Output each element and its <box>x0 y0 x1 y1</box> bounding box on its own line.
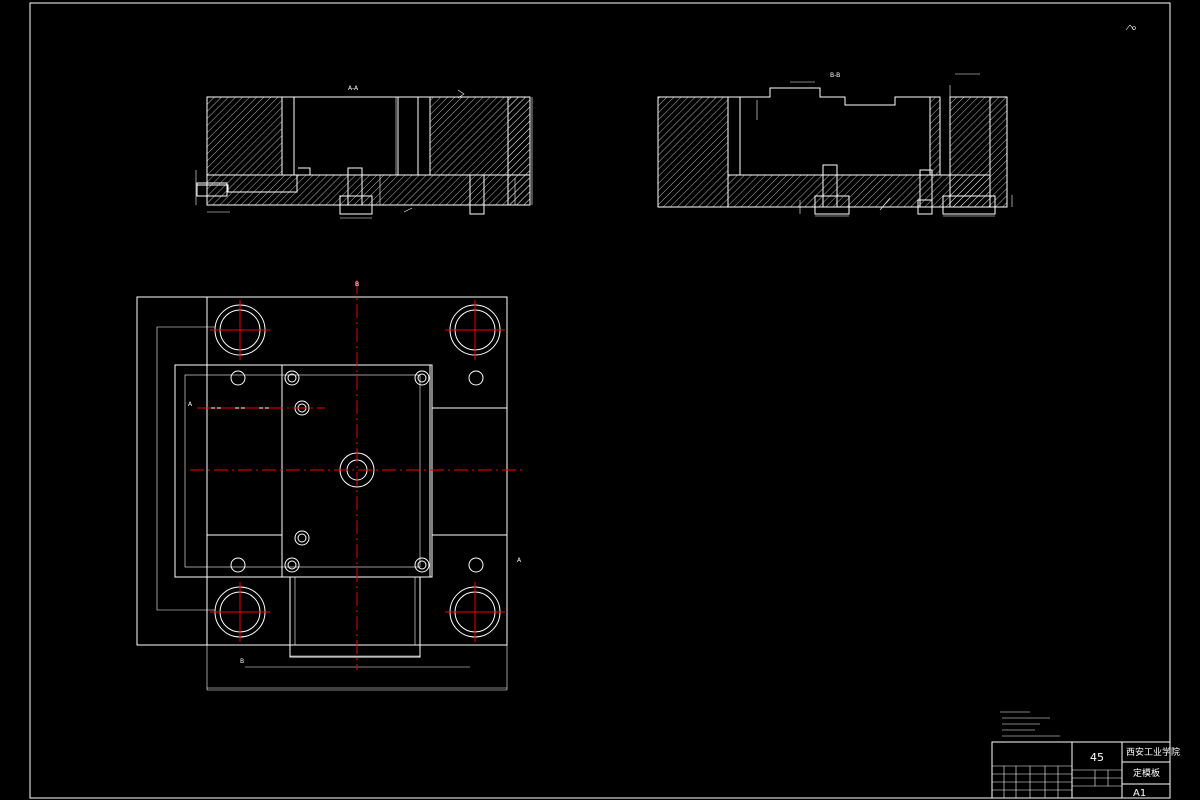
bb-right-wall <box>989 96 1008 208</box>
bb-right-inner-2 <box>949 96 991 208</box>
section-a-a: A-A <box>195 85 533 219</box>
cut-label-b-top: B <box>355 281 359 288</box>
lower-pocket-inner <box>294 576 416 646</box>
aa-roughness-mark <box>457 89 465 99</box>
title-block: 45 西安工业学院 定模板 A1 <box>991 741 1180 799</box>
screw-holes <box>230 370 484 573</box>
aa-mid-insert <box>397 96 419 176</box>
bb-top-profile <box>740 87 930 106</box>
bb-left-wall <box>657 96 729 208</box>
aa-leader <box>403 207 413 213</box>
aa-base <box>206 174 531 206</box>
bb-leader <box>879 197 891 211</box>
aa-hole-1 <box>347 167 363 206</box>
section-bb-label: B-B <box>830 72 840 79</box>
bb-counterbore-1 <box>814 195 850 215</box>
sheet-border <box>29 2 1171 799</box>
bb-hole-1 <box>822 164 838 208</box>
plate-left-extension <box>136 296 207 646</box>
bb-hole-2 <box>919 169 933 208</box>
cut-label-b-bottom: B <box>240 658 244 665</box>
title-school: 西安工业学院 <box>1126 746 1180 758</box>
section-aa-label: A-A <box>348 85 359 92</box>
guide-hole-bottom-left <box>210 582 270 642</box>
title-sheet-size: A1 <box>1133 788 1146 799</box>
guide-hole-bottom-right <box>445 582 505 642</box>
cut-label-a-left: A <box>188 401 193 408</box>
aa-counterbore-2 <box>469 204 485 215</box>
aa-left-wall <box>206 96 283 176</box>
plate-bottom-extension <box>206 645 508 691</box>
guide-hole-top-left <box>210 300 270 360</box>
dim-frame-left <box>156 326 215 611</box>
guide-hole-top-right <box>445 300 505 360</box>
aa-plug <box>196 182 228 197</box>
aa-counterbore-1 <box>339 195 373 215</box>
section-b-b: B-B <box>657 72 1013 217</box>
technical-notes <box>1000 711 1060 737</box>
bb-base <box>727 174 991 208</box>
bb-left-inner <box>727 96 741 176</box>
roughness-symbol <box>1125 24 1136 31</box>
cut-label-a-right: A <box>517 557 522 564</box>
plan-view: A A B B <box>136 280 522 691</box>
aa-left-inner <box>281 96 295 176</box>
bb-counterbore-3 <box>942 195 996 215</box>
title-part-name: 定模板 <box>1133 767 1160 779</box>
aa-cooling-channel <box>197 167 311 193</box>
cavity-frame-inner <box>184 374 421 568</box>
bb-counterbore-2 <box>917 199 933 215</box>
bb-right-inner-1 <box>929 96 941 176</box>
title-material: 45 <box>1090 751 1104 764</box>
